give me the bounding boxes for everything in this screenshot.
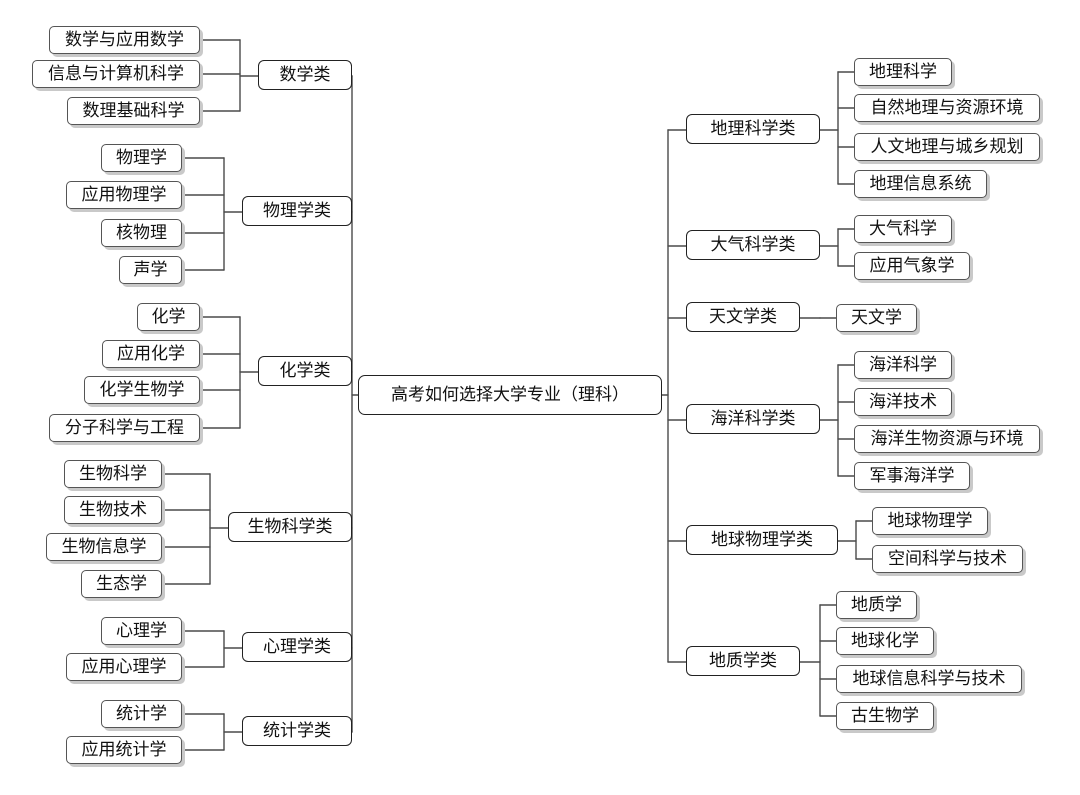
leaf-node: 生物科学: [64, 460, 162, 488]
root-node: 高考如何选择大学专业（理科）: [358, 375, 662, 415]
leaf-node: 物理学: [101, 144, 182, 172]
leaf-node: 海洋生物资源与环境: [854, 425, 1040, 453]
leaf-node: 自然地理与资源环境: [854, 94, 1040, 122]
leaf-node: 空间科学与技术: [872, 545, 1023, 573]
category-node: 地质学类: [686, 646, 800, 676]
leaf-node: 人文地理与城乡规划: [854, 133, 1040, 161]
leaf-node: 数理基础科学: [67, 97, 200, 125]
leaf-node: 古生物学: [836, 702, 934, 730]
category-node: 心理学类: [242, 632, 352, 662]
leaf-node: 应用物理学: [66, 181, 182, 209]
leaf-node: 统计学: [101, 700, 182, 728]
leaf-node: 地球化学: [836, 627, 934, 655]
category-node: 生物科学类: [228, 512, 352, 542]
leaf-node: 应用心理学: [66, 653, 182, 681]
category-node: 数学类: [258, 60, 352, 90]
leaf-node: 声学: [119, 256, 182, 284]
leaf-node: 数学与应用数学: [49, 26, 200, 54]
leaf-node: 应用化学: [102, 340, 200, 368]
leaf-node: 天文学: [836, 304, 917, 332]
leaf-node: 应用气象学: [854, 252, 970, 280]
leaf-node: 化学生物学: [84, 376, 200, 404]
leaf-node: 信息与计算机科学: [32, 60, 200, 88]
leaf-node: 地质学: [836, 591, 917, 619]
leaf-node: 地球信息科学与技术: [836, 665, 1022, 693]
leaf-node: 核物理: [101, 219, 182, 247]
category-node: 天文学类: [686, 302, 800, 332]
leaf-node: 地理科学: [854, 58, 952, 86]
category-node: 物理学类: [242, 196, 352, 226]
category-node: 大气科学类: [686, 230, 820, 260]
leaf-node: 地球物理学: [872, 507, 988, 535]
category-node: 海洋科学类: [686, 404, 820, 434]
leaf-node: 生态学: [81, 570, 162, 598]
leaf-node: 军事海洋学: [854, 462, 970, 490]
leaf-node: 分子科学与工程: [49, 414, 200, 442]
category-node: 地球物理学类: [686, 525, 838, 555]
leaf-node: 海洋科学: [854, 351, 952, 379]
leaf-node: 化学: [137, 303, 200, 331]
category-node: 化学类: [258, 356, 352, 386]
leaf-node: 应用统计学: [66, 736, 182, 764]
category-node: 地理科学类: [686, 114, 820, 144]
leaf-node: 海洋技术: [854, 388, 952, 416]
leaf-node: 生物信息学: [46, 533, 162, 561]
leaf-node: 地理信息系统: [854, 170, 987, 198]
category-node: 统计学类: [242, 716, 352, 746]
leaf-node: 心理学: [101, 617, 182, 645]
leaf-node: 生物技术: [64, 496, 162, 524]
leaf-node: 大气科学: [854, 215, 952, 243]
